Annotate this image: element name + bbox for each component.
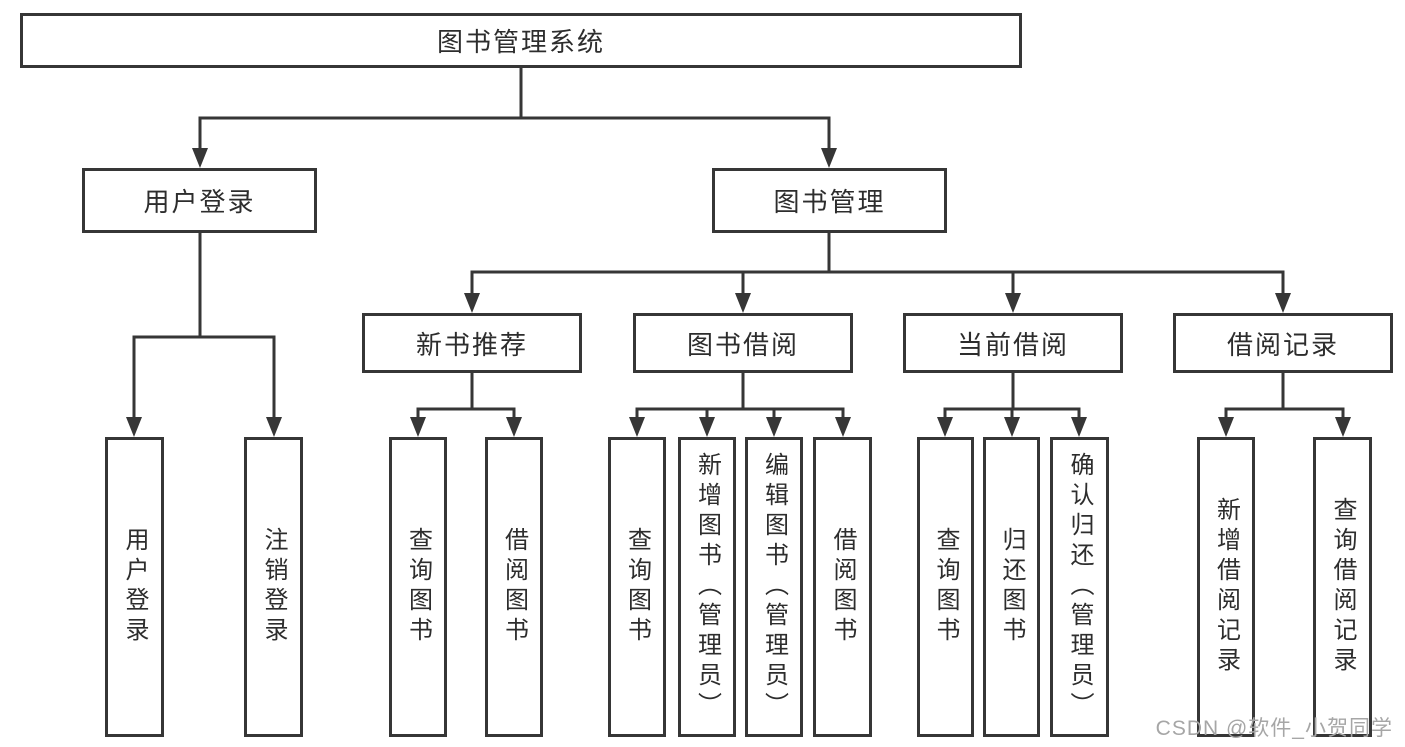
- leaf-label: 归还图书: [998, 527, 1025, 647]
- arrowhead: [1004, 417, 1020, 437]
- node-borrowing-records: 借阅记录: [1173, 313, 1393, 373]
- leaf-borrow-books: 借阅图书: [813, 437, 872, 737]
- arrowhead: [1071, 417, 1087, 437]
- leaf-label: 借阅图书: [500, 527, 528, 647]
- node-label: 新书推荐: [415, 329, 528, 360]
- connector-line: [470, 231, 1285, 297]
- leaf-query-books-borrowing: 查询图书: [608, 437, 666, 737]
- leaf-user-login: 用户登录: [105, 437, 164, 737]
- arrowhead: [629, 417, 645, 437]
- leaf-edit-books-admin: 编辑图书（管理员）: [745, 437, 803, 737]
- arrowhead: [410, 417, 426, 437]
- leaf-confirm-return-admin: 确认归还（管理员）: [1050, 437, 1109, 737]
- node-label: 图书管理系统: [436, 27, 605, 57]
- leaf-label: 编辑图书（管理员）: [760, 452, 788, 722]
- connector-line: [1224, 371, 1345, 421]
- connector-root-to-level2: [192, 66, 837, 168]
- arrowhead: [464, 293, 480, 313]
- connector-line: [635, 371, 845, 421]
- arrowhead: [1275, 293, 1291, 313]
- leaf-label: 查询图书: [404, 527, 432, 647]
- node-user-login: 用户登录: [82, 168, 317, 233]
- node-label: 图书管理: [773, 187, 886, 217]
- leaf-query-books-current: 查询图书: [917, 437, 974, 737]
- leaf-label: 查询图书: [932, 527, 959, 647]
- leaf-return-books: 归还图书: [983, 437, 1040, 737]
- arrowhead: [766, 417, 782, 437]
- arrowhead: [126, 417, 142, 437]
- leaf-label: 查询借阅记录: [1329, 497, 1356, 677]
- connector-book-borrowing-to-leaves: [629, 371, 851, 437]
- leaf-label: 查询图书: [623, 527, 651, 647]
- leaf-label: 确认归还（管理员）: [1066, 452, 1093, 722]
- arrowhead: [1218, 417, 1234, 437]
- arrowhead: [821, 148, 837, 168]
- watermark: CSDN @软件_小贺同学: [1155, 717, 1393, 740]
- node-label: 借阅记录: [1226, 329, 1339, 360]
- leaf-label: 注销登录: [260, 527, 287, 647]
- leaf-label: 新增借阅记录: [1212, 497, 1240, 677]
- connector-new-book-recommendation-to-leaves: [410, 371, 522, 437]
- leaf-label: 借阅图书: [829, 527, 856, 647]
- arrowhead: [835, 417, 851, 437]
- node-new-book-recommendation: 新书推荐: [362, 313, 582, 373]
- connector-borrowing-records-to-leaves: [1218, 371, 1351, 437]
- connector-line: [132, 231, 276, 421]
- leaf-query-borrow-record: 查询借阅记录: [1313, 437, 1372, 737]
- leaf-label: 用户登录: [121, 527, 148, 647]
- leaf-query-books-recommend: 查询图书: [389, 437, 447, 737]
- connector-user-login-to-leaves: [126, 231, 282, 437]
- leaf-borrow-books-recommend: 借阅图书: [485, 437, 543, 737]
- node-label: 用户登录: [143, 187, 256, 217]
- connector-line: [198, 66, 831, 152]
- connector-current-borrowing-to-leaves: [937, 371, 1087, 437]
- arrowhead: [266, 417, 282, 437]
- node-book-management: 图书管理: [712, 168, 947, 233]
- leaf-add-books-admin: 新增图书（管理员）: [678, 437, 736, 737]
- leaf-add-borrow-record: 新增借阅记录: [1197, 437, 1255, 737]
- connector-line: [943, 371, 1081, 421]
- arrowhead: [1005, 293, 1021, 313]
- connector-line: [416, 371, 516, 421]
- arrowhead: [735, 293, 751, 313]
- arrowhead: [506, 417, 522, 437]
- node-label: 图书借阅: [686, 329, 799, 360]
- arrowhead: [192, 148, 208, 168]
- node-book-borrowing: 图书借阅: [633, 313, 853, 373]
- arrowhead: [937, 417, 953, 437]
- node-current-borrowing: 当前借阅: [903, 313, 1123, 373]
- connector-book-management-to-level3: [464, 231, 1291, 313]
- node-label: 当前借阅: [956, 329, 1069, 360]
- leaf-logout: 注销登录: [244, 437, 303, 737]
- node-library-management-system: 图书管理系统: [20, 13, 1022, 68]
- arrowhead: [1335, 417, 1351, 437]
- leaf-label: 新增图书（管理员）: [693, 452, 721, 722]
- arrowhead: [699, 417, 715, 437]
